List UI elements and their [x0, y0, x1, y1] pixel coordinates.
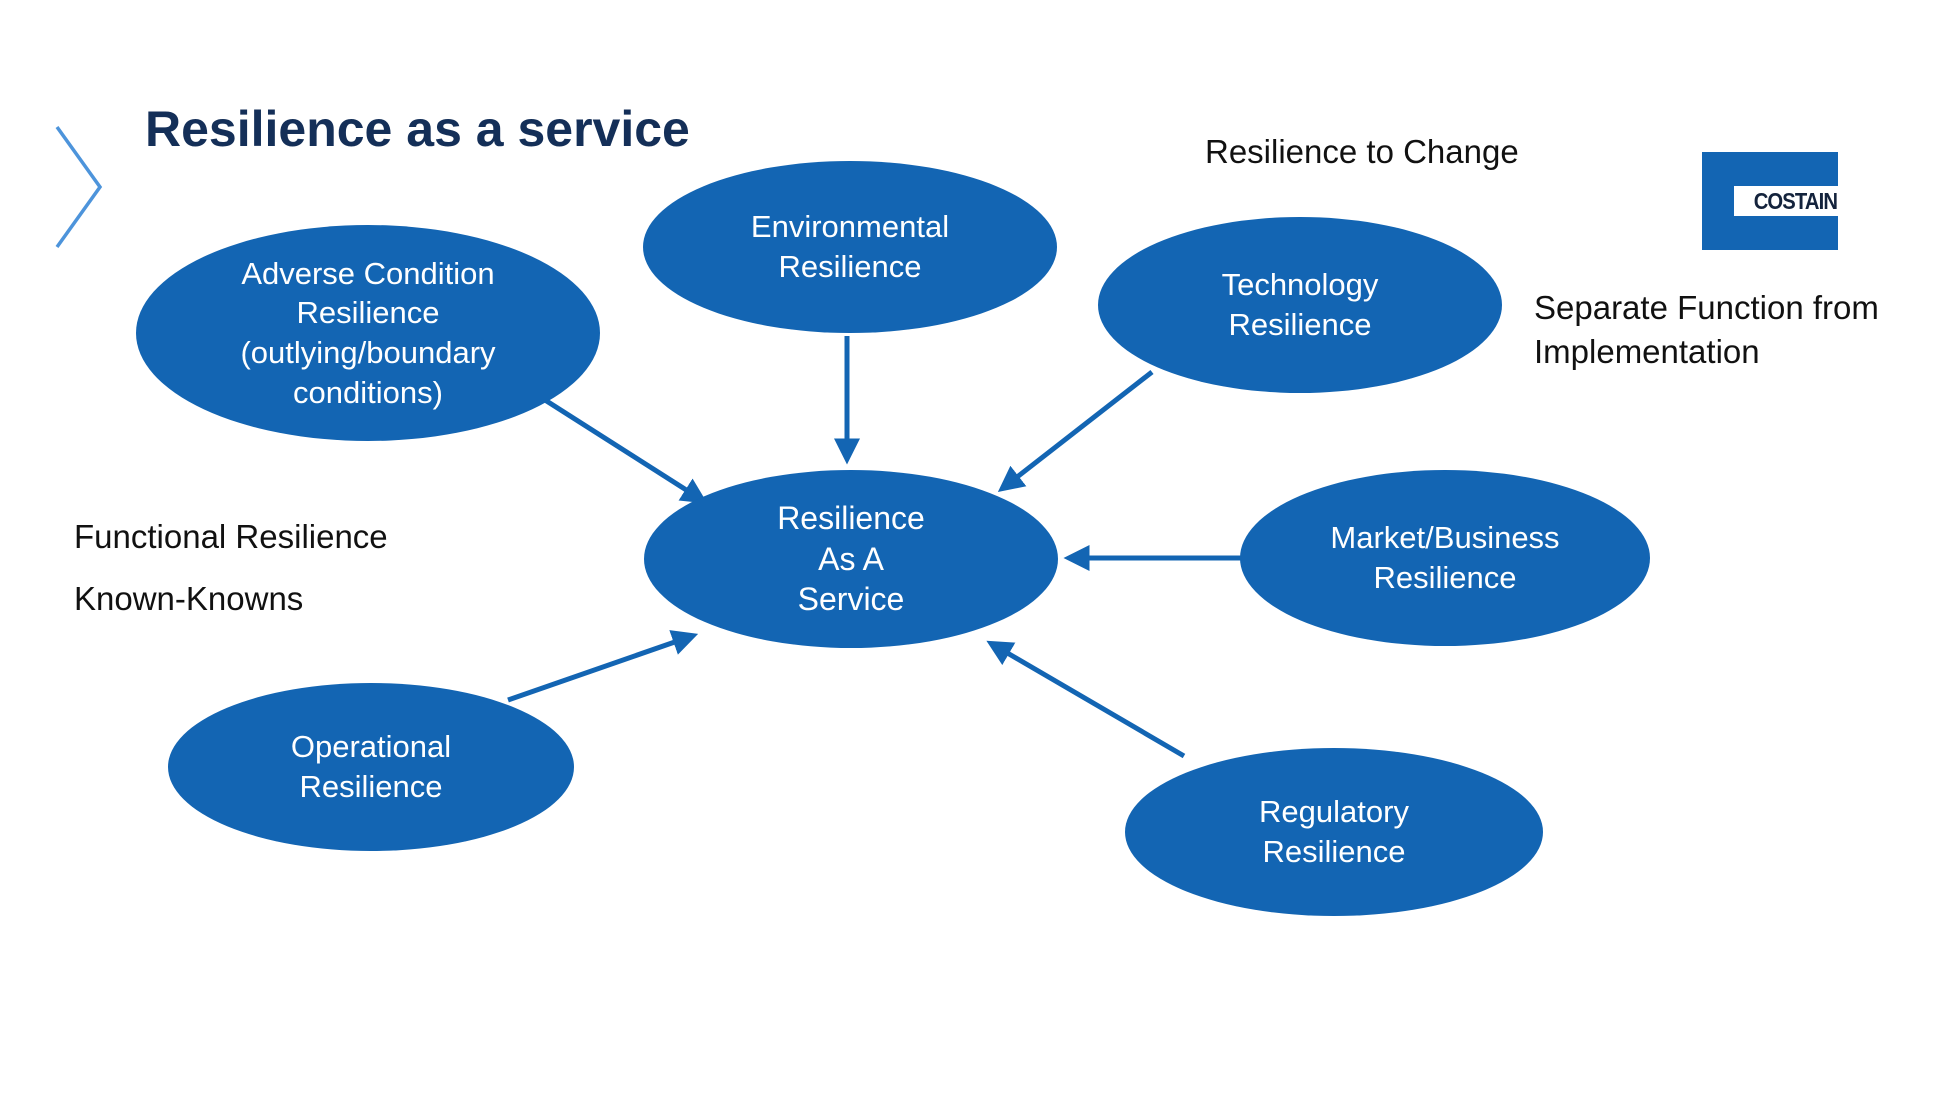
node-adverse-condition-resilience: Adverse Condition Resilience (outlying/b… — [136, 225, 600, 441]
costain-logo-band: COSTAIN — [1734, 186, 1856, 216]
annotation-functional-resilience: Functional Resilience — [74, 518, 388, 555]
node-technology-resilience: Technology Resilience — [1098, 217, 1502, 393]
node-environmental-resilience: Environmental Resilience — [643, 161, 1057, 333]
node-label: Resilience As A Service — [777, 499, 925, 618]
node-label: Regulatory Resilience — [1259, 794, 1409, 869]
annotation-separate-function: Separate Function from Implementation — [1534, 289, 1879, 370]
costain-logo: COSTAIN — [1702, 152, 1856, 250]
page-title: Resilience as a service — [145, 101, 690, 157]
node-label: Market/Business Resilience — [1330, 520, 1560, 595]
node-label: Operational Resilience — [290, 729, 452, 804]
costain-logo-text: COSTAIN — [1753, 187, 1837, 214]
node-regulatory-resilience: Regulatory Resilience — [1125, 748, 1543, 916]
arrow-adverse-to-center — [543, 397, 708, 504]
node-label: Technology Resilience — [1221, 267, 1379, 342]
node-label: Adverse Condition Resilience (outlying/b… — [240, 255, 496, 410]
node-operational-resilience: Operational Resilience — [168, 683, 574, 851]
node-label: Environmental Resilience — [750, 209, 950, 284]
node-resilience-as-a-service: Resilience As A Service — [644, 470, 1058, 648]
node-market-business-resilience: Market/Business Resilience — [1240, 470, 1650, 646]
annotation-known-knowns: Known-Knowns — [74, 580, 304, 617]
arrow-technology-to-center — [997, 370, 1154, 492]
arrow-operational-to-center — [507, 630, 699, 703]
arrow-regulatory-to-center — [986, 640, 1186, 759]
annotation-resilience-to-change: Resilience to Change — [1205, 133, 1519, 170]
